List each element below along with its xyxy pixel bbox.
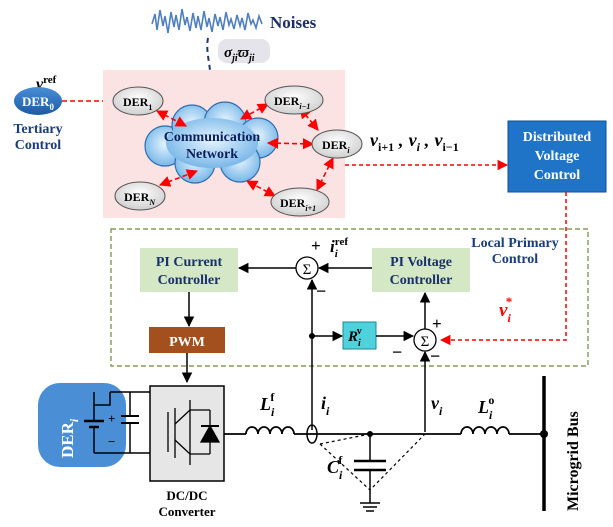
neighbor-voltages-label: vi+1,vi,vi−1 (370, 130, 459, 154)
converter-label-line1: DC/DC (166, 488, 207, 503)
converter-switch-symbol (167, 400, 221, 465)
dvc-label-line1: Distributed (523, 130, 592, 145)
der-node-1: DER1 (112, 86, 164, 116)
pi-current-label-line1: PI Current (156, 255, 223, 270)
microgrid-bus-label: Microgrid Bus (565, 411, 582, 511)
local-primary-control-frame (110, 228, 589, 367)
current-summer-glyph: Σ (303, 262, 312, 278)
der-node-i-plus-1: DERi+1 (270, 187, 330, 217)
output-inductor-label: Lio (477, 393, 494, 422)
voltage-summer-minus-left: − (392, 342, 402, 362)
dvc-label-line3: Control (534, 168, 581, 183)
voltage-summer-plus: + (432, 314, 442, 333)
svg-text:DERi: DERi (322, 138, 350, 155)
current-ii-label: ii (321, 393, 330, 418)
tertiary-label-line1: Tertiary (13, 122, 62, 137)
coupling-weight-label: σjiϖji (224, 45, 255, 64)
battery-minus: − (108, 434, 115, 449)
capacitor-current-triangle (319, 433, 426, 491)
der-i-label: DERi (58, 418, 81, 458)
lpc-label-line1: Local Primary (471, 236, 558, 251)
current-sensor (306, 424, 318, 444)
pi-current-controller-block (140, 248, 238, 292)
dvc-label-line2: Voltage (535, 149, 580, 164)
der-node-i: DERi (311, 129, 363, 159)
noise-waveform (151, 8, 263, 34)
dc-link-wiring (94, 391, 150, 454)
tertiary-label-line2: Control (15, 138, 62, 153)
distributed-voltage-control-block (507, 120, 607, 193)
cloud-label-line1: Communication (164, 130, 261, 145)
vref-label: vref (36, 74, 57, 93)
svg-text:DERN: DERN (124, 190, 156, 207)
pi-voltage-label-line1: PI Voltage (390, 255, 452, 270)
control-wiring (181, 262, 431, 432)
pcc-node (367, 431, 373, 437)
cloud-label-line2: Network (186, 147, 238, 162)
der-i-source-box (38, 383, 126, 467)
pwm-block (149, 327, 225, 353)
svg-text:DER1: DER1 (123, 95, 152, 112)
pwm-label: PWM (169, 335, 205, 350)
filter-capacitor (354, 434, 386, 512)
voltage-vi-label: vi (431, 393, 443, 418)
voltage-summer-minus-bottom: − (430, 346, 440, 366)
pi-current-label-line2: Controller (158, 273, 221, 288)
svg-text:DERi+1: DERi+1 (280, 196, 316, 213)
filter-capacitor-label: Cif (327, 453, 343, 482)
svg-text:DERi−1: DERi−1 (274, 94, 310, 111)
iref-label: iiref (330, 236, 348, 260)
current-summer-plus: + (311, 236, 321, 255)
filter-inductor-label: Lif (259, 390, 275, 419)
converter-label-line2: Converter (158, 504, 215, 519)
current-branch-node (309, 333, 315, 339)
der0-node (14, 87, 62, 115)
pi-voltage-label-line2: Controller (390, 273, 453, 288)
battery-plus: + (108, 411, 115, 426)
coupling-weight-box (218, 39, 270, 63)
bus-connection-node (540, 430, 548, 438)
dvc-to-vstar-link (439, 192, 567, 346)
der-node-i-minus-1: DERi−1 (264, 85, 324, 115)
current-summer-minus: − (316, 281, 326, 301)
der0-label: DER0 (22, 94, 54, 112)
voltage-summer-glyph: Σ (421, 334, 430, 350)
power-line (224, 426, 544, 435)
der-node-n: DERN (114, 181, 166, 211)
virtual-resistance-label: Riv (347, 326, 362, 349)
dc-source-battery (84, 392, 111, 453)
virtual-resistance-block (342, 321, 377, 350)
vstar-label: vi* (499, 294, 512, 325)
noise-label: Noises (270, 13, 317, 32)
pi-voltage-controller-block (372, 248, 470, 292)
lpc-label-line2: Control (492, 252, 539, 267)
